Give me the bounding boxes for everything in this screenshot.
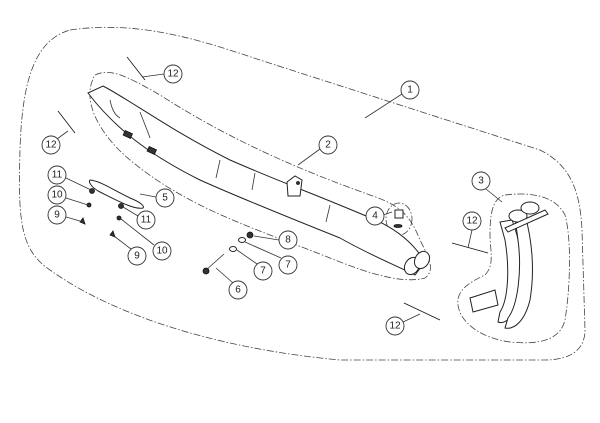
svg-text:9: 9: [54, 210, 60, 221]
callout-7a: 7: [253, 261, 273, 281]
svg-text:7: 7: [285, 260, 291, 271]
svg-text:7: 7: [260, 266, 266, 277]
callout-12c: 12: [462, 211, 482, 231]
svg-text:6: 6: [235, 285, 241, 296]
svg-text:5: 5: [162, 193, 168, 204]
callout-11b: 11: [136, 210, 156, 230]
callout-6: 6: [228, 280, 248, 300]
springs: [57, 56, 489, 321]
leader-lines: [56, 73, 503, 323]
svg-text:10: 10: [51, 190, 63, 201]
svg-text:4: 4: [372, 211, 378, 222]
callout-9a: 9: [47, 205, 67, 225]
heat-shield-part: [89, 179, 144, 209]
svg-text:9: 9: [134, 251, 140, 262]
callout-9b: 9: [127, 246, 147, 266]
svg-text:12: 12: [167, 69, 179, 80]
svg-text:12: 12: [466, 216, 478, 227]
svg-text:3: 3: [478, 176, 484, 187]
svg-text:11: 11: [52, 170, 63, 181]
svg-text:12: 12: [45, 140, 57, 151]
callout-12a: 12: [163, 64, 183, 84]
callout-5: 5: [155, 188, 175, 208]
svg-text:11: 11: [141, 215, 152, 226]
callout-12b: 12: [41, 135, 61, 155]
header-part: [469, 201, 549, 329]
callout-10b: 10: [152, 241, 172, 261]
callout-12d: 12: [385, 316, 405, 336]
kit-boundary: [19, 26, 586, 361]
callout-8: 8: [278, 230, 298, 250]
svg-text:2: 2: [325, 140, 331, 151]
callout-7b: 7: [278, 255, 298, 275]
svg-text:10: 10: [156, 246, 168, 257]
callout-10a: 10: [47, 185, 67, 205]
svg-text:1: 1: [407, 85, 413, 96]
callout-11a: 11: [47, 165, 67, 185]
svg-text:12: 12: [389, 321, 401, 332]
muffler-group-boundary: [89, 71, 431, 281]
callout-2: 2: [318, 135, 338, 155]
clamp-part: [393, 209, 404, 228]
svg-text:8: 8: [285, 235, 291, 246]
header-group-boundary: [457, 193, 570, 344]
muffler-part: [87, 85, 431, 276]
callout-1: 1: [400, 80, 420, 100]
callout-4: 4: [365, 206, 385, 226]
callout-3: 3: [471, 171, 491, 191]
